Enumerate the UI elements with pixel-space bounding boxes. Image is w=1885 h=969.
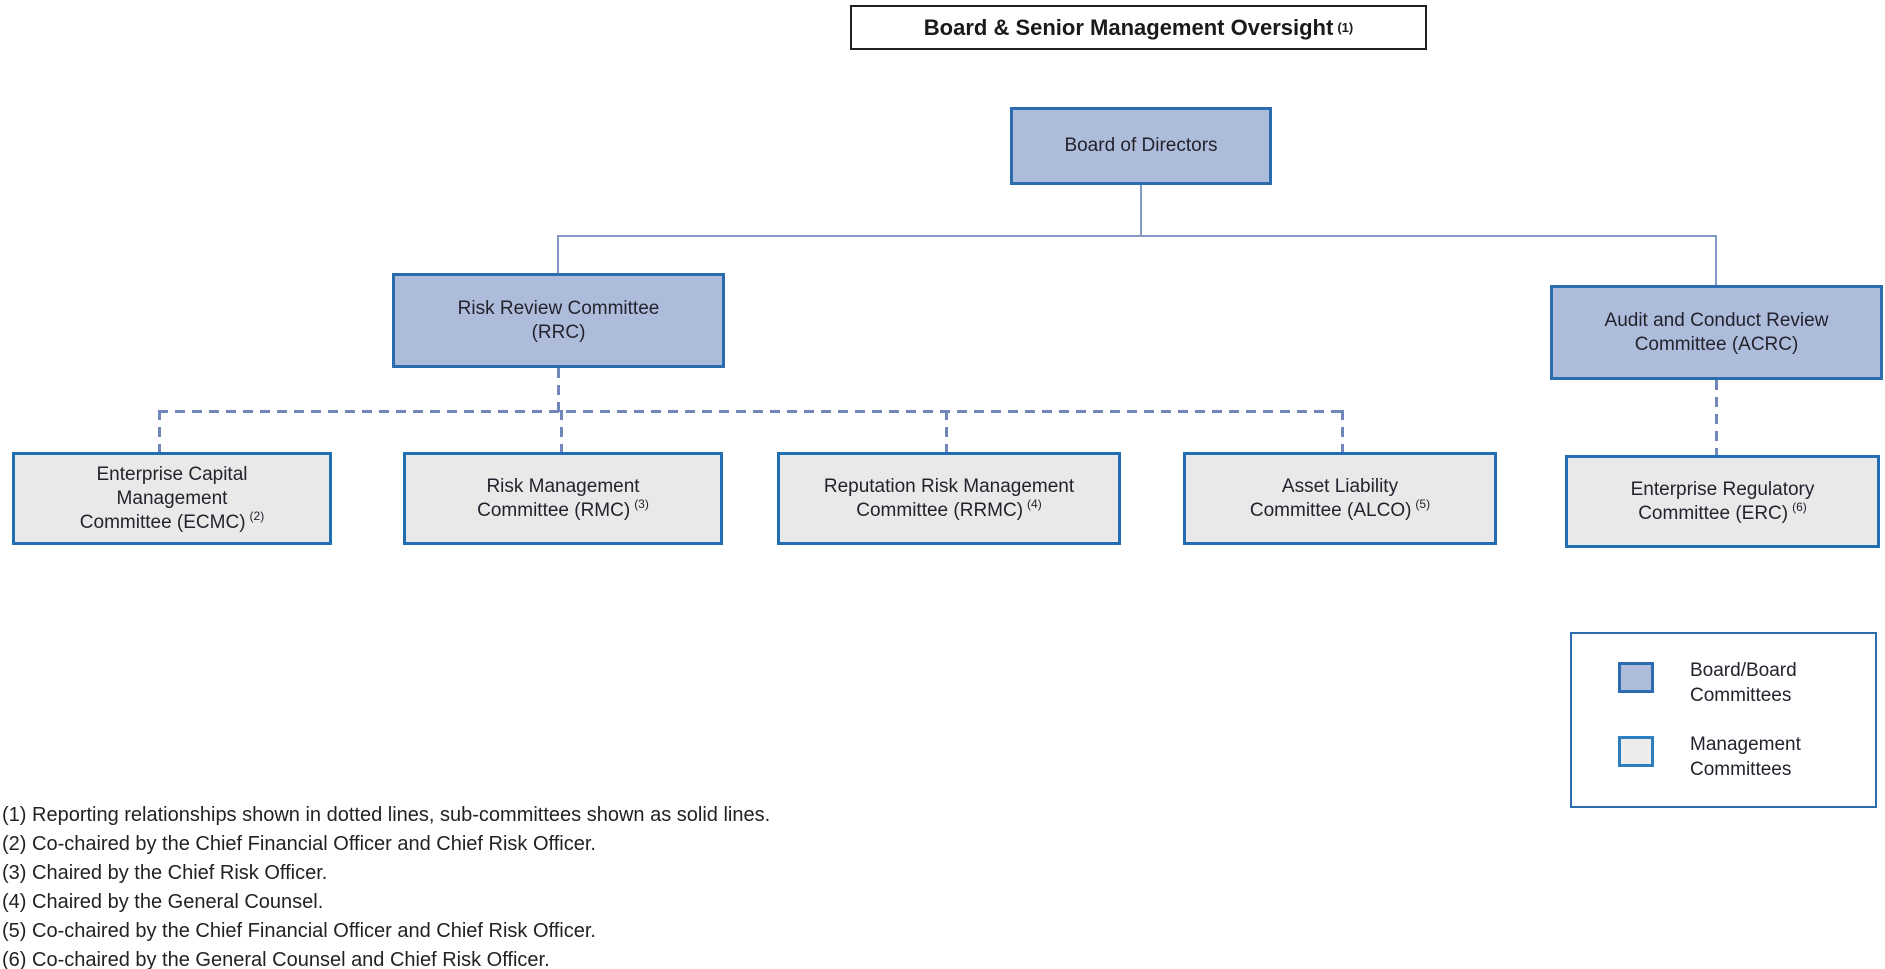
footnotes: (1) Reporting relationships shown in dot… xyxy=(2,801,770,969)
legend-label-board: Board/Board Committees xyxy=(1690,658,1797,708)
node-ecmc-line2: Management xyxy=(116,487,228,509)
connector-drop-ecmc-dashed xyxy=(158,410,161,454)
node-erc-line2: Committee (ERC)(6) xyxy=(1638,500,1807,526)
footnote-6: (6) Co-chaired by the General Counsel an… xyxy=(2,949,550,969)
connector-board-crossbar xyxy=(558,235,1716,237)
footnote-3: (3) Chaired by the Chief Risk Officer. xyxy=(2,862,328,884)
node-rrmc-line1: Reputation Risk Management xyxy=(823,475,1075,497)
node-ecmc-line3: Committee (ECMC)(2) xyxy=(79,509,265,535)
connector-drop-alco-dashed xyxy=(1341,410,1344,454)
node-acrc-line2: Committee (ACRC) xyxy=(1634,333,1799,355)
connector-acrc-to-erc-dashed xyxy=(1715,380,1718,457)
connector-board-stem xyxy=(1140,185,1142,235)
node-asset-liability-committee: Asset Liability Committee (ALCO)(5) xyxy=(1183,452,1497,545)
footnote-1: (1) Reporting relationships shown in dot… xyxy=(2,804,771,826)
node-enterprise-capital-management-committee: Enterprise Capital Management Committee … xyxy=(12,452,332,545)
node-enterprise-regulatory-committee: Enterprise Regulatory Committee (ERC)(6) xyxy=(1565,455,1880,548)
node-rmc-line2: Committee (RMC)(3) xyxy=(477,497,649,523)
node-risk-review-committee: Risk Review Committee (RRC) xyxy=(392,273,725,368)
footnote-ref-5: (5) xyxy=(1415,497,1431,512)
node-ecmc-line1: Enterprise Capital xyxy=(96,463,248,485)
connector-drop-rrc xyxy=(557,235,559,273)
legend-management-line2: Committees xyxy=(1690,759,1792,780)
node-rrmc-line2-text: Committee (RRMC) xyxy=(856,499,1024,521)
management-committees-swatch xyxy=(1618,736,1654,767)
node-erc-line2-text: Committee (ERC) xyxy=(1638,502,1789,524)
footnote-ref-2: (2) xyxy=(249,509,265,524)
chart-title-text: Board & Senior Management Oversight xyxy=(923,14,1334,40)
legend-board-line2: Committees xyxy=(1690,685,1792,706)
connector-drop-rrmc-dashed xyxy=(945,410,948,454)
legend-item-management-committees: Management Committees xyxy=(1618,732,1875,782)
connector-drop-rmc-dashed xyxy=(560,410,563,454)
node-board-of-directors-label: Board of Directors xyxy=(1064,135,1218,156)
node-rrc-line2: (RRC) xyxy=(531,321,586,343)
connector-drop-acrc xyxy=(1715,235,1717,285)
node-rmc-line1: Risk Management xyxy=(486,475,640,497)
node-rmc-line2-text: Committee (RMC) xyxy=(477,499,631,521)
node-alco-line2-text: Committee (ALCO) xyxy=(1249,499,1412,521)
footnote-ref-6: (6) xyxy=(1792,500,1807,515)
footnote-5: (5) Co-chaired by the Chief Financial Of… xyxy=(2,920,596,942)
legend-board-line1: Board/Board xyxy=(1690,660,1797,681)
node-board-of-directors: Board of Directors xyxy=(1010,107,1272,185)
node-reputation-risk-management-committee: Reputation Risk Management Committee (RR… xyxy=(777,452,1121,545)
node-alco-line1: Asset Liability xyxy=(1281,475,1399,497)
node-risk-management-committee: Risk Management Committee (RMC)(3) xyxy=(403,452,723,545)
footnote-ref-4: (4) xyxy=(1027,497,1042,512)
node-acrc-line1: Audit and Conduct Review xyxy=(1604,309,1829,331)
legend-management-line1: Management xyxy=(1690,734,1801,755)
footnote-4: (4) Chaired by the General Counsel. xyxy=(2,891,324,913)
footnote-ref-3: (3) xyxy=(634,497,649,512)
node-alco-line2: Committee (ALCO)(5) xyxy=(1249,497,1431,523)
node-erc-line1: Enterprise Regulatory xyxy=(1630,478,1815,500)
legend: Board/Board Committees Management Commit… xyxy=(1570,632,1877,808)
node-rrc-line1: Risk Review Committee xyxy=(457,297,660,319)
node-ecmc-line3-text: Committee (ECMC) xyxy=(79,511,246,533)
connector-rrc-crossbar-dashed xyxy=(158,410,1344,413)
legend-item-board-committees: Board/Board Committees xyxy=(1618,658,1875,708)
node-audit-and-conduct-review-committee: Audit and Conduct Review Committee (ACRC… xyxy=(1550,285,1883,380)
footnote-2: (2) Co-chaired by the Chief Financial Of… xyxy=(2,833,596,855)
connector-rrc-stem-dashed xyxy=(557,368,560,412)
legend-label-management: Management Committees xyxy=(1690,732,1801,782)
chart-title: Board & Senior Management Oversight (1) xyxy=(850,5,1427,50)
board-committees-swatch xyxy=(1618,662,1654,693)
node-rrmc-line2: Committee (RRMC)(4) xyxy=(856,497,1042,523)
